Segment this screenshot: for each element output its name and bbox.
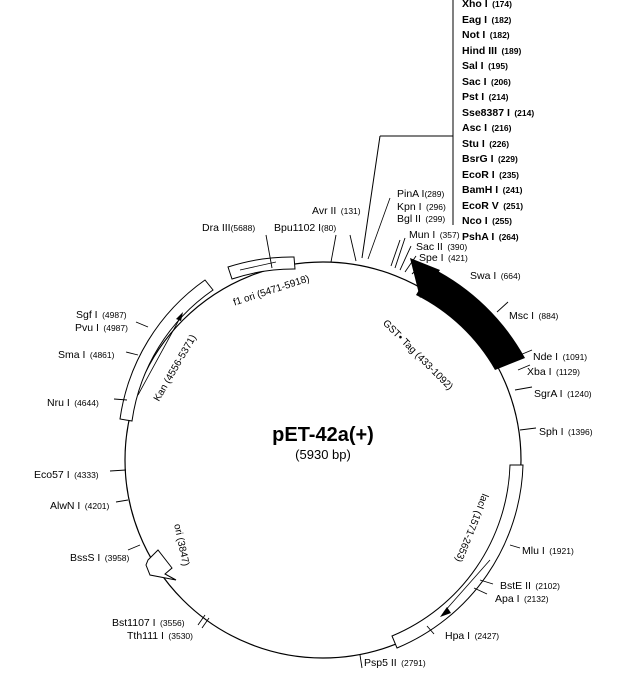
site-label-dra: Dra III(5688)	[202, 222, 256, 234]
site-label-eco57: Eco57 I (4333)	[34, 469, 99, 481]
site-label-pina: PinA I(289)	[397, 188, 445, 200]
site-label-pvu: Pvu I (4987)	[75, 322, 128, 334]
mcs-site: EcoR I (235)	[462, 168, 519, 181]
site-label-bsss: BssS I (3958)	[70, 552, 130, 564]
backbone-circle	[124, 261, 522, 659]
site-label-avr: Avr II (131)	[312, 205, 361, 217]
site-label-bst1107: Bst1107 I (3556)	[112, 617, 185, 629]
mcs-site-list: Xho I (174) Eag I (182) Not I (182) Hind…	[462, 0, 534, 244]
mcs-site: Sac I (206)	[462, 75, 511, 88]
site-label-kpn: Kpn I (296)	[397, 201, 446, 213]
mcs-site: Eag I (182)	[462, 13, 512, 26]
site-ticks	[109, 234, 537, 669]
site-label-swa: Swa I (664)	[470, 270, 521, 282]
kan-feature	[119, 279, 214, 422]
site-label-sph: Sph I (1396)	[539, 426, 593, 438]
site-label-msc: Msc I (884)	[509, 310, 559, 322]
site-label-bste: BstE II (2102)	[500, 580, 560, 592]
site-label-bpu: Bpu1102 I(80)	[274, 222, 337, 234]
site-label-sma: Sma I (4861)	[58, 349, 115, 361]
mcs-site: BsrG I (229)	[462, 153, 518, 165]
kan-arrow-line	[137, 317, 181, 396]
mcs-site: Sal I (195)	[462, 60, 508, 72]
gst-tag-feature	[416, 268, 525, 370]
mcs-site: Hind III (189)	[462, 44, 522, 57]
mcs-leader-line-3	[367, 197, 391, 260]
mcs-site: Not I (182)	[462, 29, 510, 41]
site-label-psp5: Psp5 II (2791)	[364, 657, 426, 669]
site-label-alwn: AlwN I (4201)	[50, 500, 110, 512]
mcs-site: Xho I (174)	[462, 0, 512, 10]
mcs-site: Pst I (214)	[462, 91, 509, 103]
f1-ori-arrow	[239, 261, 277, 271]
mcs-site: EcoR V (251)	[462, 199, 524, 212]
site-label-nde: Nde I (1091)	[533, 351, 588, 363]
plasmid-size: (5930 bp)	[295, 447, 351, 462]
site-label-mlu: Mlu I (1921)	[522, 545, 574, 557]
site-label-bgl: Bgl II (299)	[397, 213, 446, 225]
site-label-apa: Apa I (2132)	[495, 593, 549, 605]
site-label-nru: Nru I (4644)	[47, 397, 99, 409]
site-label-sgra: SgrA I (1240)	[534, 388, 592, 400]
site-label-spe: Spe I (421)	[419, 252, 468, 264]
kan-arrowhead	[176, 312, 183, 321]
f1-ori-feature	[227, 256, 296, 280]
plasmid-name: pET-42a(+)	[272, 424, 374, 446]
laci-feature	[391, 464, 524, 649]
site-label-hpa: Hpa I (2427)	[445, 630, 500, 642]
site-label-sgf: Sgf I (4987)	[76, 309, 127, 321]
plasmid-title: pET-42a(+) (5930 bp)	[263, 424, 383, 462]
mcs-site: BamH I (241)	[462, 184, 523, 196]
site-label-tth: Tth111 I (3530)	[127, 630, 193, 642]
site-label-xba: Xba I (1129)	[527, 366, 580, 378]
mcs-site: Nco I (255)	[462, 215, 512, 227]
mcs-leader-line-1	[361, 135, 381, 259]
laci-arrow-line	[443, 559, 491, 613]
ori-feature	[145, 549, 177, 581]
mcs-site: Sse8387 I (214)	[462, 106, 535, 119]
mcs-site: PshA I (264)	[462, 230, 519, 243]
mcs-site: Asc I (216)	[462, 122, 512, 134]
mcs-site: Stu I (226)	[462, 137, 510, 150]
site-label-sac2: Sac II (390)	[416, 241, 468, 253]
laci-arrowhead	[440, 607, 451, 617]
site-label-mun: Mun I (357)	[409, 229, 460, 241]
